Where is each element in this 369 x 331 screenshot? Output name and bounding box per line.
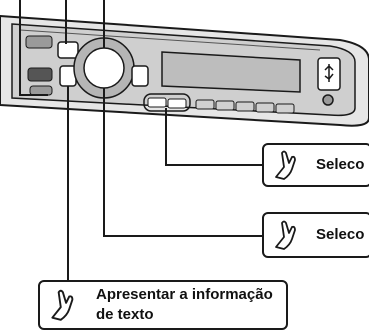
display-window [161,51,301,93]
aux-jack [322,94,334,106]
leader-lines [19,0,262,280]
usb-icon [317,57,341,91]
leader-line-knob [103,88,262,237]
callout-middle-right-text: Seleco [316,226,365,243]
preset-button-2[interactable] [167,98,187,109]
band-button[interactable] [27,67,53,82]
multi-control-knob[interactable] [83,47,125,89]
hand-pointer-icon [51,289,74,321]
hand-pointer-icon [275,220,296,250]
preset-button-7[interactable] [275,103,295,114]
preset-buttons [147,97,295,114]
leader-line-back [19,0,48,96]
list-button[interactable] [131,65,149,87]
preset-button-1[interactable] [147,97,167,108]
upper-highlight-button[interactable] [57,41,79,59]
callout-bottom-text: Apresentar a informação de texto [96,286,273,323]
callout-bottom: Apresentar a informação de texto [38,280,288,330]
callout-top-right-text: Seleco [316,156,365,173]
src-button[interactable] [25,35,53,49]
callout-top-right: Seleco [262,143,369,187]
preset-button-3[interactable] [195,99,215,110]
head-unit [0,14,369,127]
callout-middle-right: Seleco [262,212,369,258]
leader-line-presets [165,108,262,166]
preset-button-4[interactable] [215,100,235,111]
hand-pointer-icon [275,150,296,180]
preset-button-6[interactable] [255,102,275,113]
preset-button-5[interactable] [235,101,255,112]
back-button[interactable] [29,85,53,96]
